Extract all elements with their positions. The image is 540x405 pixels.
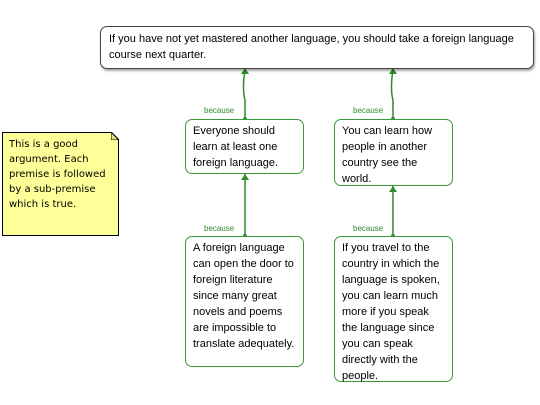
reason-box-1[interactable]: Everyone should learn at least one forei… (185, 119, 304, 174)
support-text-1: A foreign language can open the door to … (193, 242, 295, 350)
because-label-support-2: because (353, 224, 384, 233)
reason-box-2[interactable]: You can learn how people in another coun… (334, 119, 453, 186)
support-box-1[interactable]: A foreign language can open the door to … (185, 236, 304, 367)
note-text: This is a good argument. Each premise is… (9, 139, 106, 210)
claim-box[interactable]: If you have not yet mastered another lan… (100, 26, 534, 69)
because-label-support-1: because (204, 224, 235, 233)
support-text-2: If you travel to the country in which th… (342, 242, 440, 382)
because-label-reason-2: because (353, 106, 384, 115)
note-fold-corner (111, 132, 119, 140)
reason-text-2: You can learn how people in another coun… (342, 125, 433, 185)
because-label-reason-1: because (204, 106, 235, 115)
arrowhead-support-2 (389, 186, 397, 192)
sticky-note[interactable]: This is a good argument. Each premise is… (2, 132, 119, 236)
support-box-2[interactable]: If you travel to the country in which th… (334, 236, 453, 382)
reason-text-1: Everyone should learn at least one forei… (193, 125, 279, 169)
claim-text: If you have not yet mastered another lan… (109, 33, 514, 61)
arrowhead-support-1 (241, 174, 249, 180)
connector-claim-reason-2 (390, 68, 394, 119)
connector-claim-reason-1 (242, 68, 246, 119)
